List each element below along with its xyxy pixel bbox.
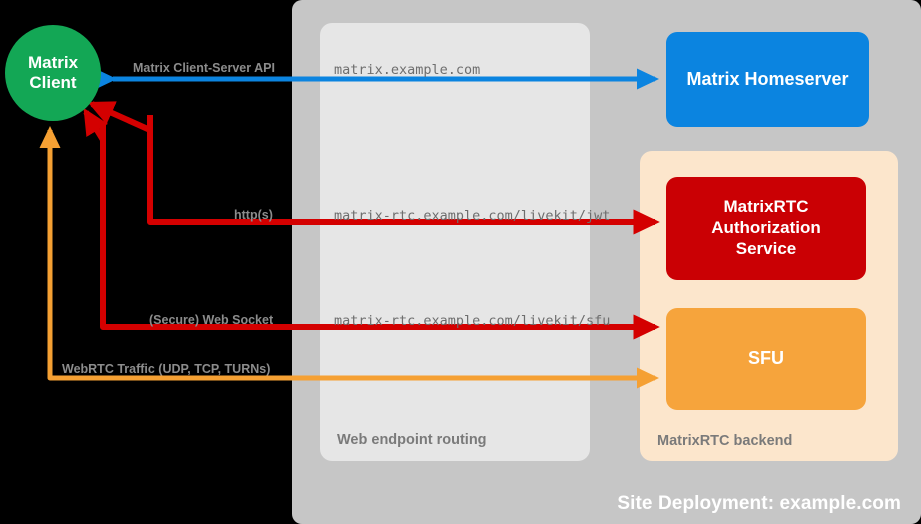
node-sfu: SFU: [666, 308, 866, 410]
node-matrix-homeserver: Matrix Homeserver: [666, 32, 869, 127]
connector-secure-web-socket-outbound: [100, 125, 660, 340]
node-matrix-client: Matrix Client: [5, 25, 101, 121]
connector-label-http-s: http(s): [234, 208, 273, 222]
web-endpoint-routing-container: Web endpoint routing: [320, 23, 590, 461]
node-matrix-client-line2: Client: [29, 73, 77, 92]
node-sfu-label: SFU: [748, 348, 784, 369]
matrixrtc-backend-label: MatrixRTC backend: [657, 433, 793, 449]
connector-label-secure-web-socket: (Secure) Web Socket: [149, 313, 274, 327]
connector-http-s-outbound: [147, 115, 660, 235]
node-auth-line3: Service: [735, 238, 797, 258]
connector-label-webrtc-traffic: WebRTC Traffic (UDP, TCP, TURNs): [62, 362, 271, 376]
node-auth-line1: MatrixRTC: [723, 197, 809, 217]
node-matrix-client-line1: Matrix: [27, 52, 79, 72]
connector-http-s-return: [87, 101, 153, 222]
endpoint-label-jwt: matrix-rtc.example.com/livekit/jwt: [334, 208, 611, 224]
site-deployment-label: Site Deployment: example.com: [617, 493, 901, 514]
connector-secure-web-socket-return: [83, 107, 108, 327]
connector-label-matrix-client-server-api: Matrix Client-Server API: [133, 61, 275, 75]
endpoint-label-matrix: matrix.example.com: [334, 62, 481, 78]
web-endpoint-routing-label: Web endpoint routing: [337, 432, 487, 448]
node-matrix-homeserver-label: Matrix Homeserver: [686, 68, 849, 89]
connector-webrtc-traffic-outbound: [47, 130, 660, 389]
node-auth-line2: Authorization: [711, 218, 821, 238]
node-matrixrtc-authorization-service: MatrixRTC Authorization Service: [666, 177, 866, 280]
endpoint-label-sfu: matrix-rtc.example.com/livekit/sfu: [334, 313, 611, 329]
